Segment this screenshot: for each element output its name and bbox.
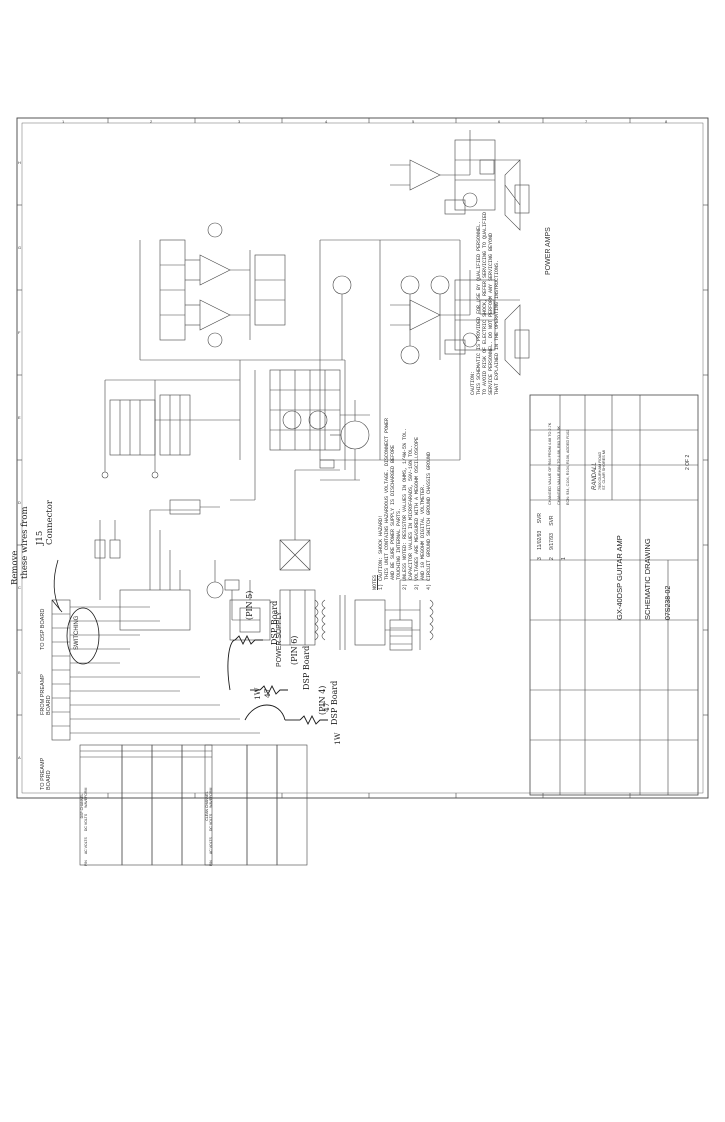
sheet-number: 2 OF 2 <box>685 454 691 470</box>
handwritten-remove-line4: Connector <box>45 500 55 545</box>
revision-row: 3 11/02/93 SVR <box>537 400 543 560</box>
zone-letter: A <box>18 755 21 760</box>
connector-from-preamp-label: FROM PREAMP BOARD <box>40 674 52 715</box>
zone-number: 7 <box>585 119 588 124</box>
zone-letter: E <box>18 415 21 420</box>
dsp-channel-table: DSP CHANNEL PIN AC VOLTS DC VOLTS WAVEFO… <box>80 746 88 866</box>
clean-channel-table: CLEAN CHANNEL PIN AC VOLTS DC VOLTS WAVE… <box>205 746 213 866</box>
drawing-title: SCHEMATIC DRAWING <box>643 538 652 620</box>
handwritten-remove-line1: Remove <box>10 550 20 585</box>
zone-number: 6 <box>498 119 501 124</box>
revision-by: SVR <box>537 513 543 524</box>
table-header: AC VOLTS <box>84 837 88 855</box>
handwritten-pin6: (PIN 6) <box>290 635 299 665</box>
connector-to-dsp-label: TO DSP BOARD <box>40 608 46 650</box>
zone-letter: H <box>18 160 21 165</box>
zone-number: 5 <box>412 119 415 124</box>
table-header: WAVEFORM <box>84 787 88 808</box>
revision-desc: CHANGED VALUE OF R64 FROM 4.68 TO 2.7K <box>548 422 552 505</box>
product-name: GX-40DSP GUITAR AMP <box>615 535 624 620</box>
handwritten-pin6-target: DSP Board <box>302 645 311 690</box>
revision-number: 1 <box>561 557 567 560</box>
handwritten-res1-w: 1W <box>253 687 262 700</box>
company-block: RANDALL 7900 DURHAM ROAD ST. CLAIR SHORE… <box>592 450 606 490</box>
zone-letter: F <box>18 330 21 335</box>
section-label-power-amps: POWER AMPS <box>545 227 552 275</box>
table-header: WAVEFORM <box>209 787 213 808</box>
handwritten-connector-note: J15 Connector <box>35 500 55 545</box>
handwritten-res1-v: 47 <box>263 688 272 698</box>
table-header: DC VOLTS <box>209 813 213 832</box>
revision-number: 2 <box>549 557 555 560</box>
zone-number: 2 <box>150 119 153 124</box>
table-header: PIN <box>84 860 88 866</box>
table-header: DC VOLTS <box>84 813 88 832</box>
revision-date: 9/17/93 <box>549 533 555 550</box>
handwritten-pin5: (PIN 5) <box>245 590 254 620</box>
title-block-revisions: 3 11/02/93 SVR 2 9/17/93 SVR 1 <box>537 400 567 560</box>
zone-letter: D <box>18 500 21 505</box>
revision-number: 3 <box>537 557 543 560</box>
table-header-row: PIN AC VOLTS DC VOLTS WAVEFORM <box>84 746 88 866</box>
notes-block: NOTES 1) CAUTION: SHOCK HAZARD! THIS UNI… <box>372 300 432 590</box>
company-line: ST. CLAIR SHORES MI <box>602 449 606 490</box>
handwritten-pin5-target: DSP Board <box>270 600 279 645</box>
zone-number: 1 <box>62 119 65 124</box>
handwritten-pin4-target: DSP Board <box>330 680 339 725</box>
zone-letter: B <box>18 670 21 675</box>
table-header: PIN <box>209 860 213 866</box>
section-label-switching: SWITCHING <box>74 615 80 650</box>
handwritten-remove-note: Remove these wires from <box>10 506 30 585</box>
revision-desc: ECN: 934, C104, R104, R106, ADDED R102 <box>566 429 570 505</box>
zone-number: 8 <box>665 119 668 124</box>
caution-line: THAT EXPLAINED IN THE OPERATING INSTRUCT… <box>494 259 500 395</box>
handwritten-remove-line2: these wires from <box>20 506 30 579</box>
caution-block: CAUTION: THIS SCHEMATIC IS PROVIDED FOR … <box>470 115 500 395</box>
revision-by: SVR <box>549 515 555 526</box>
table-header-row: PIN AC VOLTS DC VOLTS WAVEFORM <box>209 746 213 866</box>
handwritten-res3-w: 1W <box>333 732 342 745</box>
handwritten-pin4: (PIN 4) <box>318 685 327 715</box>
table-header: AC VOLTS <box>209 837 213 855</box>
zone-letter: C <box>18 585 21 590</box>
handwritten-remove-line3: J15 <box>35 530 45 545</box>
connector-to-preamp-label: TO PREAMP BOARD <box>40 757 52 790</box>
zone-letter: G <box>18 245 22 250</box>
notes-item: 4) CIRCUIT GROUND SWITCH GROUND CHASSIS … <box>426 451 432 590</box>
zone-number: 3 <box>238 119 241 124</box>
revision-desc: CHANGED VALUE R64 TO 4.68, R63 TO 3.3K <box>557 426 561 505</box>
revision-date: 11/02/93 <box>537 530 543 550</box>
zone-number: 4 <box>325 119 328 124</box>
drawing-number: 07S238-02 <box>665 585 672 620</box>
